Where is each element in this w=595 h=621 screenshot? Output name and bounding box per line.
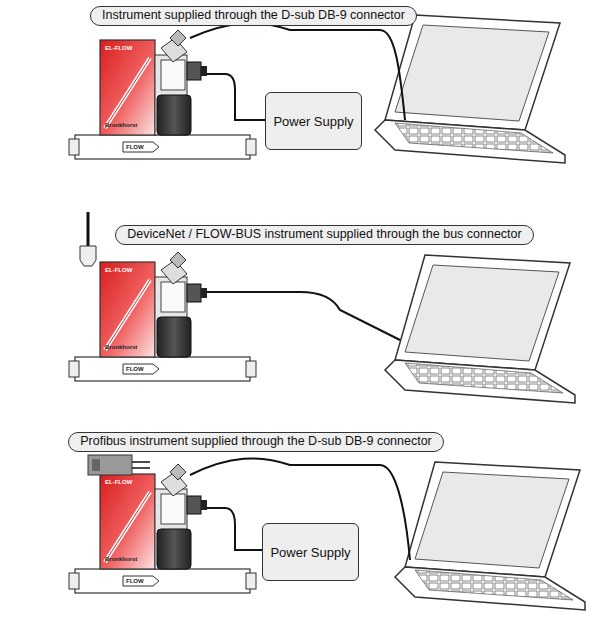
brand-label: EL-FLOW (105, 267, 132, 273)
node-text: Power Supply (270, 545, 350, 560)
power-supply-box: Power Supply (262, 523, 359, 581)
brand-label: EL-FLOW (105, 45, 132, 51)
flow-label: FLOW (126, 366, 144, 372)
flow-label: FLOW (126, 578, 144, 584)
title-band: Profibus instrument supplied through the… (68, 432, 444, 452)
node-text: Profibus instrument supplied through the… (80, 434, 432, 448)
power-supply-box: Power Supply (265, 92, 362, 150)
maker-label: Bronkhorst (105, 344, 137, 350)
node-text: Instrument supplied through the D-sub DB… (102, 8, 405, 22)
title-band: DeviceNet / FLOW-BUS instrument supplied… (115, 225, 534, 245)
maker-label: Bronkhorst (105, 556, 137, 562)
node-text: DeviceNet / FLOW-BUS instrument supplied… (127, 227, 521, 241)
node-text: Power Supply (273, 114, 353, 129)
maker-label: Bronkhorst (105, 122, 137, 128)
flow-label: FLOW (126, 144, 144, 150)
brand-label: EL-FLOW (105, 479, 132, 485)
title-band: Instrument supplied through the D-sub DB… (90, 6, 417, 26)
